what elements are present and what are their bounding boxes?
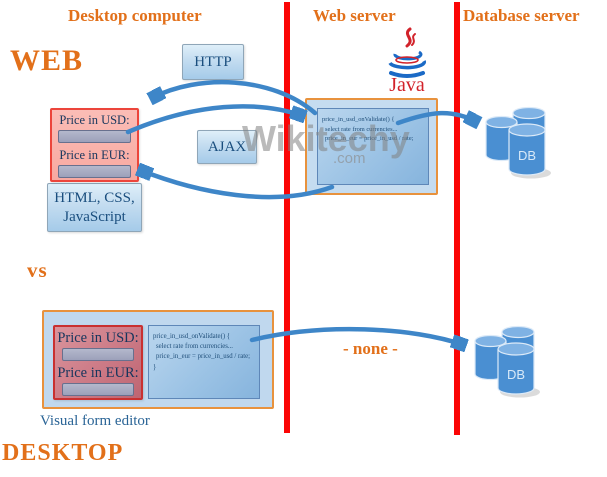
eur-field-label: Price in EUR: xyxy=(59,148,130,162)
column-header-desktop-computer: Desktop computer xyxy=(68,6,202,25)
code-line: price_in_usd_onValidate() { xyxy=(153,333,231,340)
section-label-vs: vs xyxy=(27,258,48,282)
database-icon-bottom: DB xyxy=(472,322,544,400)
http-chip: HTTP xyxy=(182,44,244,80)
desktop-code-box: price_in_usd_onValidate() { select rate … xyxy=(148,325,260,399)
eur-input xyxy=(62,383,134,396)
usd-field-label: Price in USD: xyxy=(59,113,130,127)
usd-field-label: Price in USD: xyxy=(57,330,139,346)
web-browser-form: Price in USD: Price in EUR: xyxy=(50,108,139,182)
database-icon-top: DB xyxy=(483,103,555,181)
label-none: - none - xyxy=(343,339,398,358)
section-label-desktop: DESKTOP xyxy=(2,440,124,466)
column-header-web-server: Web server xyxy=(313,6,396,25)
ajax-chip: AJAX xyxy=(197,130,257,164)
javascript-label: JavaScript xyxy=(63,208,126,225)
http-label: HTTP xyxy=(194,53,232,70)
code-line: } xyxy=(153,363,157,371)
code-line: price_in_eur = price_in_usd / rate; xyxy=(325,135,414,143)
html-css-label: HTML, CSS, xyxy=(54,189,135,206)
db-label: DB xyxy=(507,367,525,382)
code-line: select rate from currencies... xyxy=(325,125,398,133)
java-logo-icon: Java xyxy=(383,27,431,96)
arrow-http-response xyxy=(152,79,318,116)
code-line: select rate from currencies... xyxy=(156,343,233,351)
java-label: Java xyxy=(389,74,425,95)
desktop-form: Price in USD: Price in EUR: xyxy=(53,325,143,400)
section-label-web: WEB xyxy=(10,44,84,77)
separator-line-right xyxy=(454,2,460,435)
code-line: price_in_eur = price_in_usd / rate; xyxy=(156,353,251,361)
usd-input xyxy=(62,348,134,361)
usd-input xyxy=(58,130,131,143)
eur-field-label: Price in EUR: xyxy=(57,365,139,381)
code-line: price_in_usd_onValidate() { xyxy=(322,116,395,123)
separator-line-left xyxy=(284,2,290,433)
watermark-suffix: .com xyxy=(333,150,366,167)
column-header-database-server: Database server xyxy=(463,6,580,25)
watermark-text: Wikitechy xyxy=(242,118,410,159)
ajax-label: AJAX xyxy=(207,138,247,155)
eur-input xyxy=(58,165,131,178)
db-label: DB xyxy=(518,148,536,163)
arrow-ajax-response xyxy=(140,170,335,200)
visual-form-editor-caption: Visual form editor xyxy=(40,413,150,429)
html-css-js-chip: HTML, CSS, JavaScript xyxy=(47,183,142,232)
